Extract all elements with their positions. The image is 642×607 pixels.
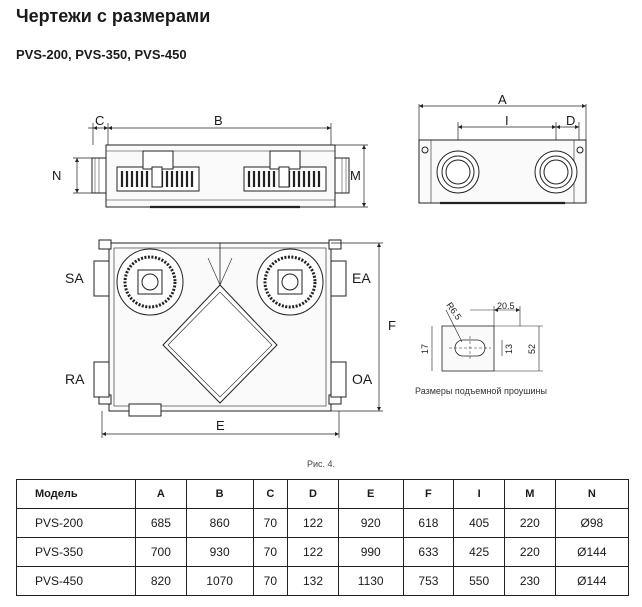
technical-drawing: C B N [52,92,587,438]
port-ea-label: EA [352,270,371,286]
table-cell: 1070 [185,566,254,596]
lug-h1-label: 17 [420,344,430,354]
header-b: B [185,479,254,509]
table-cell: 633 [402,537,455,567]
header-a: A [135,479,187,509]
top-view: E F SA RA EA OA [65,239,396,438]
dim-b-label: B [214,113,223,128]
dim-c-label: C [95,113,104,128]
table-cell: Ø144 [554,566,630,596]
header-d: D [287,479,339,509]
lifting-lug-detail: 20.5 R6.5 17 13 52 [420,300,543,372]
front-view: C B N [52,113,368,209]
model-subtitle: PVS-200, PVS-350, PVS-450 [16,47,187,62]
table-cell: 990 [337,537,404,567]
header-i: I [453,479,505,509]
table-cell: 220 [503,537,556,567]
port-ra-label: RA [65,371,85,387]
header-n: N [554,479,630,509]
table-cell: 70 [252,566,289,596]
table-cell: Ø98 [554,508,630,538]
table-cell: 820 [135,566,187,596]
dim-e-label: E [216,418,225,433]
header-model: Модель [16,479,136,509]
side-view: A I D [418,92,587,205]
header-m: M [503,479,556,509]
fan-blades-right [247,171,321,187]
table-cell: 618 [402,508,455,538]
figure-caption: Рис. 4. [306,459,336,469]
table-row: PVS-450 820 1070 70 132 1130 753 550 230… [16,566,630,596]
dim-a-label: A [498,92,507,107]
header-c: C [252,479,289,509]
fan-blades-left [120,171,194,187]
table-header-row: Модель A B C D E F I M N [16,479,630,509]
table-cell: 1130 [337,566,404,596]
table-cell: 132 [287,566,339,596]
table-cell: 550 [453,566,505,596]
lug-caption: Размеры подъемной проушины [415,386,547,396]
table-cell: 122 [287,508,339,538]
table-cell: 230 [503,566,556,596]
dim-i-label: I [505,113,509,128]
table-cell: 753 [402,566,455,596]
dim-m-label: M [350,168,361,183]
table-cell: 920 [337,508,404,538]
lug-width-label: 20.5 [497,301,515,311]
table-cell: 930 [185,537,254,567]
table-cell: 425 [453,537,505,567]
table-cell: PVS-200 [16,508,136,538]
page-title: Чертежи с размерами [16,6,211,26]
lug-h3-label: 52 [527,344,537,354]
dim-f-label: F [388,318,396,333]
port-sa-label: SA [65,270,84,286]
header-f: F [402,479,455,509]
dim-n-label: N [52,168,61,183]
table-cell: 685 [135,508,187,538]
table-row: PVS-200 685 860 70 122 920 618 405 220 Ø… [16,508,630,538]
table-cell: Ø144 [554,537,630,567]
dim-d-label: D [566,113,575,128]
port-oa-label: OA [352,371,373,387]
table-cell: 70 [252,537,289,567]
header-e: E [337,479,404,509]
dimensions-table: Модель A B C D E F I M N PVS-200 685 860… [16,479,630,596]
table-cell: 405 [453,508,505,538]
lug-h2-label: 13 [504,344,514,354]
table-row: PVS-350 700 930 70 122 990 633 425 220 Ø… [16,537,630,567]
table-cell: 220 [503,508,556,538]
table-cell: 860 [185,508,254,538]
lug-radius-label: R6.5 [444,300,463,321]
table-cell: 700 [135,537,187,567]
table-cell: PVS-350 [16,537,136,567]
table-cell: 70 [252,508,289,538]
table-cell: 122 [287,537,339,567]
table-cell: PVS-450 [16,566,136,596]
